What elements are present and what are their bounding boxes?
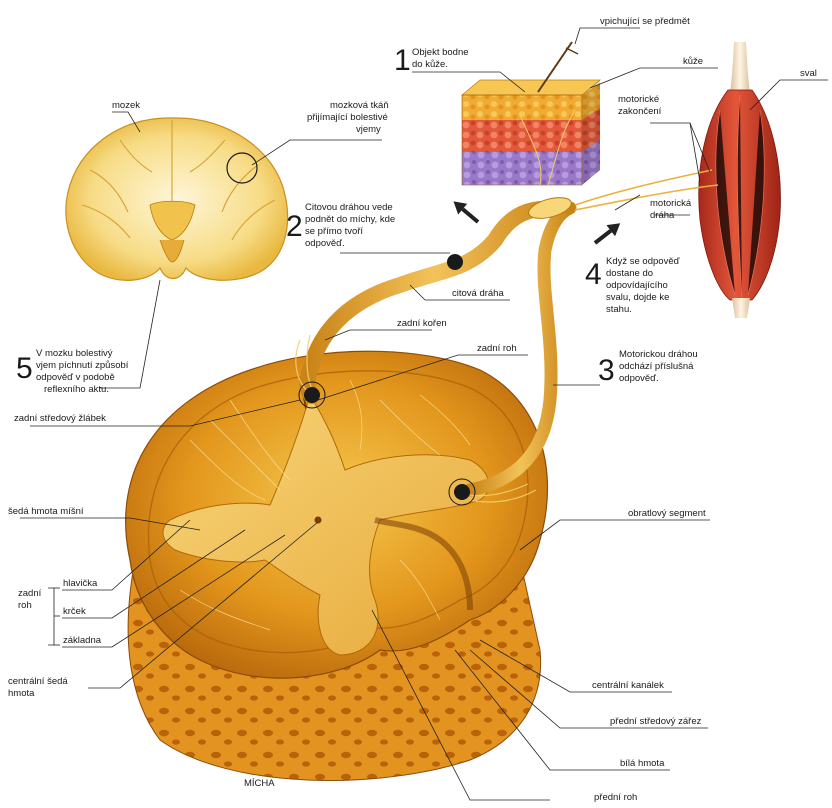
label-centralni-kanalek: centrální kanálek <box>592 680 664 691</box>
label-obratlovy-segment: obratlový segment <box>628 508 706 519</box>
label-zadni-koren: zadní kořen <box>397 318 447 329</box>
label-vpichujici: vpichující se předmět <box>600 16 690 27</box>
step-5-line-4: reflexního aktu. <box>44 384 109 395</box>
step-5-line-3: odpověď v podobě <box>36 372 115 383</box>
label-centralni-seda-2: hmota <box>8 688 35 699</box>
label-micha: MÍCHA <box>244 778 275 789</box>
label-zadni-stredovy-zlabek: zadní středový žlábek <box>14 413 106 424</box>
step-3-line-3: odpověď. <box>619 373 659 384</box>
step-4-line-4: svalu, dojde ke <box>606 292 669 303</box>
label-predni-stredovy-zarez: přední středový zářez <box>610 716 702 727</box>
step-4-line-1: Když se odpověď <box>606 256 680 267</box>
label-kuze: kůže <box>683 56 703 67</box>
step-2-line-4: odpověď. <box>305 238 345 249</box>
step-5-line-1: V mozku bolestivý <box>36 348 113 359</box>
step-3-line-2: odchází příslušná <box>619 361 694 372</box>
step-4-line-3: odpovídajícího <box>606 280 668 291</box>
step-2-line-3: se přímo tvoří <box>305 226 363 237</box>
label-centralni-seda-1: centrální šedá <box>8 676 68 687</box>
brain <box>66 118 288 280</box>
step-3-number: 3 <box>598 354 615 387</box>
step-2-line-1: Citovou dráhou vede <box>305 202 393 213</box>
skin-top-surface <box>462 80 600 95</box>
step-1-number: 1 <box>394 44 411 77</box>
step-5-number: 5 <box>16 352 33 385</box>
label-predni-roh: přední roh <box>594 792 637 803</box>
arrow-motor-icon <box>591 218 625 249</box>
label-motoricka-draha-2: dráha <box>650 210 675 221</box>
ventral-horn-neuron <box>454 484 470 500</box>
step-2: 2 Citovou dráhou vede podnět do míchy, k… <box>286 202 395 249</box>
step-3: 3 Motorickou dráhou odchází příslušná od… <box>598 349 698 387</box>
step-1-line-1: Objekt bodne <box>412 47 469 58</box>
label-citova-draha: citová dráha <box>452 288 504 299</box>
dorsal-horn-neuron <box>304 387 320 403</box>
label-mozek: mozek <box>112 100 140 111</box>
label-zadni-roh-group-2: roh <box>18 600 32 611</box>
skin-block <box>462 80 600 185</box>
step-2-line-2: podnět do míchy, kde <box>305 214 395 225</box>
muscle-tendon-bottom <box>732 298 750 318</box>
label-zakladna: základna <box>63 635 102 646</box>
label-motoricke-zakonceni-1: motorické <box>618 94 659 105</box>
label-sval: sval <box>800 68 817 79</box>
step-4-line-5: stahu. <box>606 304 632 315</box>
label-seda-hmota-misni: šedá hmota míšní <box>8 506 84 517</box>
step-1-line-2: do kůže. <box>412 59 448 70</box>
step-2-number: 2 <box>286 210 303 243</box>
label-mozkova-tkan-2: přijímající bolestivé <box>307 112 388 123</box>
label-motoricka-draha-1: motorická <box>650 198 692 209</box>
step-3-line-1: Motorickou dráhou <box>619 349 698 360</box>
label-zadni-roh: zadní roh <box>477 343 517 354</box>
label-bila-hmota: bílá hmota <box>620 758 665 769</box>
step-5-line-2: vjem píchnutí způsobí <box>36 360 129 371</box>
label-mozkova-tkan-3: vjemy <box>356 124 381 135</box>
label-mozkova-tkan-1: mozková tkáň <box>330 100 389 111</box>
step-4-number: 4 <box>585 258 602 291</box>
muscle-tendon-top <box>730 42 750 92</box>
label-motoricke-zakonceni-2: zakončení <box>618 106 662 117</box>
label-zadni-roh-group-1: zadní <box>18 588 42 599</box>
spinal-cord <box>126 351 548 780</box>
step-4-line-2: dostane do <box>606 268 653 279</box>
step-4: 4 Když se odpověď dostane do odpovídajíc… <box>585 256 680 315</box>
sensory-ganglion-neuron <box>447 254 463 270</box>
label-krcek: krček <box>63 606 86 617</box>
arrow-sensory-icon <box>449 196 483 227</box>
label-hlavicka: hlavička <box>63 578 98 589</box>
